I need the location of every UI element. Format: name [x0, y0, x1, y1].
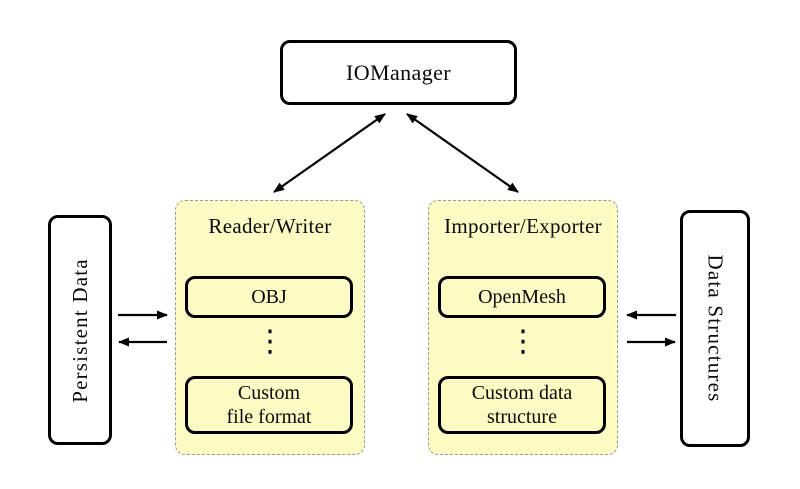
vertical-ellipsis-reader-writer: ⋮ — [255, 324, 285, 359]
node-openmesh: OpenMesh — [438, 276, 606, 318]
panel-reader-writer-title: Reader/Writer — [208, 214, 332, 238]
node-iomanager: IOManager — [280, 40, 517, 105]
node-persistent-data-label: Persistent Data — [67, 257, 92, 403]
node-custom-data-structure-line2: structure — [487, 406, 557, 428]
node-obj: OBJ — [185, 276, 353, 318]
node-obj-label: OBJ — [251, 286, 287, 308]
node-data-structures-label: Data Structures — [703, 254, 728, 403]
panel-importer-exporter: Importer/Exporter OpenMesh ⋮ Custom data… — [428, 200, 618, 455]
node-iomanager-label: IOManager — [346, 59, 451, 85]
panel-reader-writer: Reader/Writer OBJ ⋮ Custom file format — [175, 200, 365, 455]
arrow-iomanager-importer-exporter — [406, 113, 519, 193]
arrow-iomanager-reader-writer — [273, 113, 386, 193]
node-custom-file-format-line1: Custom — [237, 382, 301, 404]
node-custom-data-structure-line1: Custom data — [471, 382, 573, 404]
vertical-ellipsis-importer-exporter: ⋮ — [508, 324, 538, 359]
node-data-structures: Data Structures — [680, 210, 750, 447]
node-custom-file-format: Custom file format — [185, 376, 353, 434]
node-custom-data-structure: Custom data structure — [438, 376, 606, 434]
node-openmesh-label: OpenMesh — [478, 286, 566, 308]
node-custom-file-format-line2: file format — [226, 406, 312, 428]
panel-importer-exporter-title: Importer/Exporter — [444, 214, 602, 238]
node-persistent-data: Persistent Data — [48, 215, 112, 445]
